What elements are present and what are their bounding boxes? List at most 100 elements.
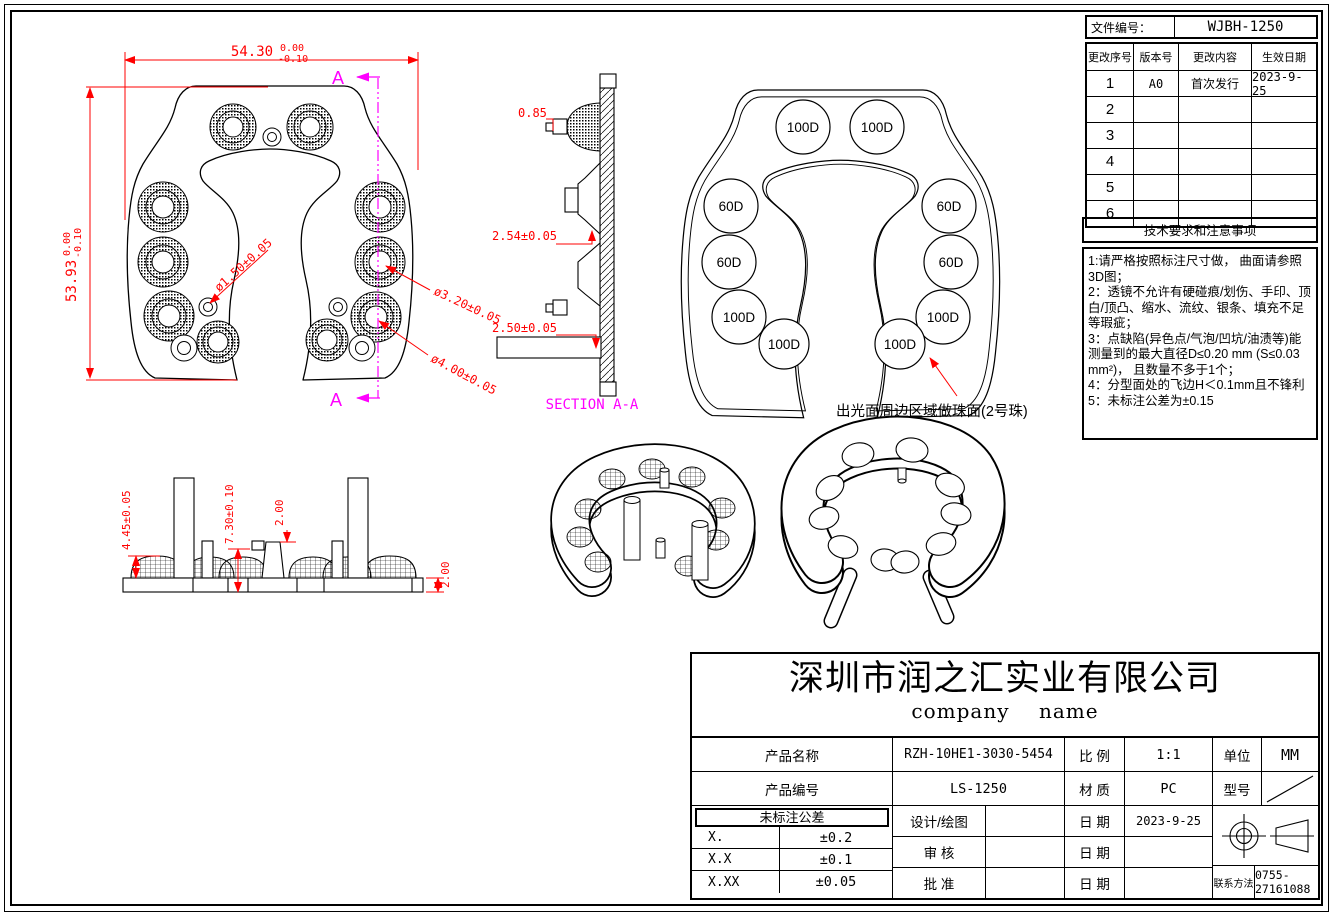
approve-date <box>1125 868 1213 898</box>
approve-row: 批 准 日 期 <box>893 867 1213 898</box>
isometric-view-front <box>545 445 750 610</box>
isometric-view-back <box>780 425 1005 629</box>
dim-step: 2.00 <box>273 500 286 527</box>
revision-row: 6 <box>1087 200 1316 226</box>
svg-text:60D: 60D <box>939 255 964 270</box>
scale-value: 1:1 <box>1125 738 1213 772</box>
svg-text:100D: 100D <box>927 310 960 325</box>
dim-250: 2.50±0.05 <box>492 321 557 335</box>
design-date: 2023-9-25 <box>1125 806 1213 836</box>
dim-base-thickness: 2.00 <box>439 562 452 589</box>
product-name-row: 产品名称 RZH-10HE1-3030-5454 比 例 1:1 单位 MM <box>692 738 1318 772</box>
title-block: 深圳市润之汇实业有限公司 company name 产品名称 RZH-10HE1… <box>690 652 1320 900</box>
approve-signature <box>986 868 1065 898</box>
tolerance-row: X.X ±0.1 <box>692 849 892 871</box>
first-angle-projection-icon <box>1221 813 1314 858</box>
dim-width-tol-dn: -0.10 <box>278 54 308 65</box>
date-label: 日 期 <box>1065 868 1125 898</box>
svg-text:100D: 100D <box>768 337 801 352</box>
revision-table: 更改序号 版本号 更改内容 生效日期 1 A0 首次发行 2023-9-25 2… <box>1085 42 1318 228</box>
model-label: 型号 <box>1213 772 1262 806</box>
svg-text:60D: 60D <box>719 199 744 214</box>
revision-block: 文件编号： WJBH-1250 更改序号 版本号 更改内容 生效日期 1 A0 … <box>1085 15 1318 228</box>
side-view-drawing: 4.45±0.05 7.30±0.10 2.00 2.00 <box>120 477 452 593</box>
projection-symbol-cell <box>1213 806 1318 866</box>
front-view-dimensions <box>86 52 431 381</box>
unit-value: MM <box>1262 738 1318 772</box>
design-row: 设计/绘图 日 期 2023-9-25 <box>893 806 1213 836</box>
revision-row: 5 <box>1087 174 1316 200</box>
section-view-dimensions <box>546 118 600 349</box>
product-name-label: 产品名称 <box>692 738 893 772</box>
technical-notes-body: 1:请严格按照标注尺寸做， 曲面请参照3D图； 2：透镜不允许有硬碰痕/划伤、手… <box>1082 247 1318 440</box>
outline-view-drawing: 100D 100D 60D 60D 100D 100D 60D 60D 100D… <box>680 89 1028 420</box>
section-cut-labels: A A <box>330 68 344 410</box>
dim-254: 2.54±0.05 <box>492 229 557 243</box>
front-view-lenses <box>137 103 406 364</box>
section-marker-top: A <box>332 68 344 88</box>
projection-contact-col: 联系方法 0755-27161088 <box>1213 806 1318 898</box>
contact-label: 联系方法 <box>1213 866 1255 898</box>
signature-rows: 设计/绘图 日 期 2023-9-25 审 核 日 期 批 准 <box>893 806 1213 898</box>
title-block-bottom: 未标注公差 X. ±0.2 X.X ±0.1 X.XX ±0.05 <box>692 806 1318 898</box>
file-number-label: 文件编号： <box>1087 17 1175 37</box>
design-label: 设计/绘图 <box>893 806 986 836</box>
front-view-drawing: 54.30 0.00 -0.10 53.93 0.00 -0.10 ø1.50±… <box>62 43 503 410</box>
dim-height-tol-dn: -0.10 <box>73 228 84 258</box>
dim-width: 54.30 <box>231 44 273 60</box>
svg-text:100D: 100D <box>884 337 917 352</box>
revision-row: 2 <box>1087 96 1316 122</box>
technical-notes: 技术要求和注意事项 1:请严格按照标注尺寸做， 曲面请参照3D图； 2：透镜不允… <box>1082 217 1318 440</box>
section-view-title: SECTION A-A <box>546 397 639 413</box>
date-label: 日 期 <box>1065 837 1125 867</box>
svg-text:100D: 100D <box>861 120 894 135</box>
bead-note-leader <box>929 357 958 397</box>
section-cut-line <box>356 72 380 403</box>
svg-text:60D: 60D <box>937 199 962 214</box>
revision-header-row: 更改序号 版本号 更改内容 生效日期 <box>1087 44 1316 70</box>
product-no-row: 产品编号 LS-1250 材 质 PC 型号 <box>692 772 1318 806</box>
iso1-pegs <box>623 467 709 581</box>
iso2-small-peg <box>897 467 907 484</box>
material-label: 材 质 <box>1065 772 1125 806</box>
tolerance-table: 未标注公差 X. ±0.2 X.X ±0.1 X.XX ±0.05 <box>692 806 893 898</box>
dim-085: 0.85 <box>518 106 547 120</box>
company-header: 深圳市润之汇实业有限公司 company name <box>692 654 1318 738</box>
tolerance-row: X.XX ±0.05 <box>692 871 892 893</box>
date-label: 日 期 <box>1065 806 1125 836</box>
file-number-value: WJBH-1250 <box>1207 19 1284 35</box>
company-name-cn: 深圳市润之汇实业有限公司 <box>788 659 1221 699</box>
company-name-en: company name <box>911 698 1099 723</box>
svg-text:100D: 100D <box>723 310 756 325</box>
check-signature <box>986 837 1065 867</box>
contact-value: 0755-27161088 <box>1255 868 1311 896</box>
contact-row: 联系方法 0755-27161088 <box>1213 866 1318 898</box>
outline-view-lens-labels: 100D 100D 60D 60D 100D 100D 60D 60D 100D… <box>717 120 964 352</box>
dim-peg-height: 7.30±0.10 <box>223 484 236 544</box>
title-block-grid: 产品名称 RZH-10HE1-3030-5454 比 例 1:1 单位 MM 产… <box>692 738 1318 898</box>
scale-label: 比 例 <box>1065 738 1125 772</box>
side-view-dim-text: 4.45±0.05 7.30±0.10 2.00 2.00 <box>120 484 452 588</box>
dim-width-tol-up: 0.00 <box>280 43 304 54</box>
section-marker-bottom: A <box>330 390 342 410</box>
tolerance-row: X. ±0.2 <box>692 827 892 849</box>
approve-label: 批 准 <box>893 868 986 898</box>
technical-notes-title: 技术要求和注意事项 <box>1082 217 1318 243</box>
dim-dia-small: ø1.50±0.05 <box>212 236 275 295</box>
revision-row: 1 A0 首次发行 2023-9-25 <box>1087 70 1316 96</box>
dim-height-tol-up: 0.00 <box>62 232 73 256</box>
note-line: 2：透镜不允许有硬碰痕/划伤、手印、顶白/顶凸、缩水、流纹、银条、填充不足等瑕疵… <box>1088 285 1311 330</box>
product-name-value: RZH-10HE1-3030-5454 <box>893 738 1065 772</box>
iso2-lens-holes <box>808 437 972 574</box>
svg-text:100D: 100D <box>787 120 820 135</box>
dim-height: 53.93 <box>64 260 80 302</box>
model-slash-cell <box>1262 772 1318 806</box>
material-value: PC <box>1125 772 1213 806</box>
product-no-value: LS-1250 <box>893 772 1065 806</box>
dim-dome-height: 4.45±0.05 <box>120 490 133 550</box>
dim-dia-large: ø4.00±0.05 <box>429 351 499 397</box>
product-no-label: 产品编号 <box>692 772 893 806</box>
revision-row: 4 <box>1087 148 1316 174</box>
model-slash-icon <box>1266 774 1314 803</box>
